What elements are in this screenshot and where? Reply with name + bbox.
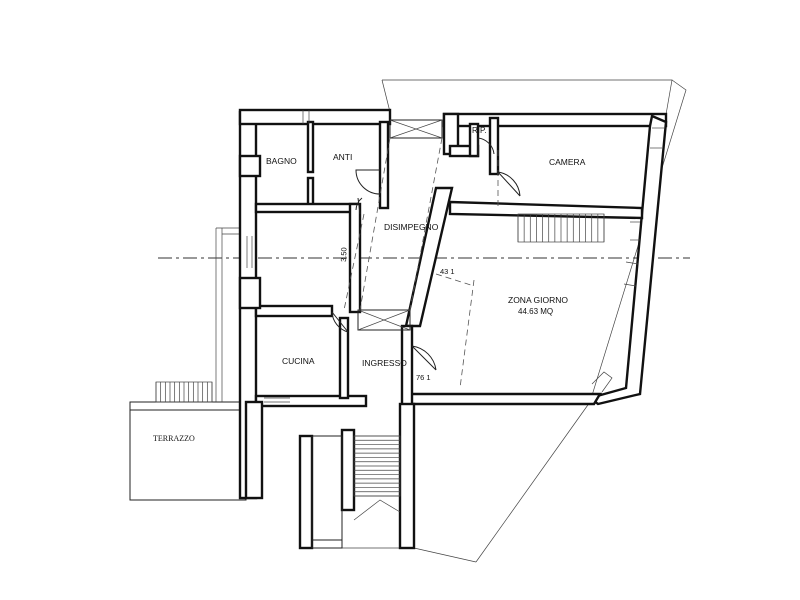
door-ingresso: [411, 345, 437, 371]
doors: [331, 137, 521, 371]
dim-761: 76 1: [416, 373, 431, 382]
door-camera: [497, 171, 521, 197]
skylight-bottom: [357, 309, 411, 331]
label-cucina: CUCINA: [282, 356, 315, 366]
terrazzo-area: [129, 227, 247, 501]
label-bagno: BAGNO: [266, 156, 297, 166]
door-rip: [477, 137, 495, 156]
label-rip: RIP.: [472, 126, 487, 135]
label-terrazzo: TERRAZZO: [153, 434, 195, 443]
terrazzo-stair: [155, 381, 213, 403]
label-zona-giorno: ZONA GIORNO: [508, 295, 568, 305]
door-cucina: [331, 311, 349, 333]
label-ingresso: INGRESSO: [362, 358, 407, 368]
room-labels: BAGNO ANTI RIP. CAMERA DISIMPEGNO ZONA G…: [153, 126, 586, 443]
roof-projection-dashed: [343, 137, 499, 389]
label-disimpegno: DISIMPEGNO: [384, 222, 439, 232]
dim-350: 3.50: [339, 247, 349, 262]
door-anti: [355, 169, 381, 195]
entrance-stair: [298, 402, 416, 550]
dimension-labels: 3.50 43 1 76 1: [339, 247, 455, 382]
dim-431: 43 1: [440, 267, 455, 276]
label-zona-giorno-area: 44.63 MQ: [518, 307, 553, 316]
interior-stair: [517, 213, 605, 243]
skylight-top: [389, 119, 443, 139]
label-camera: CAMERA: [549, 157, 586, 167]
door-disimpegno: [355, 197, 363, 215]
windows: [246, 110, 664, 403]
label-anti: ANTI: [333, 152, 352, 162]
